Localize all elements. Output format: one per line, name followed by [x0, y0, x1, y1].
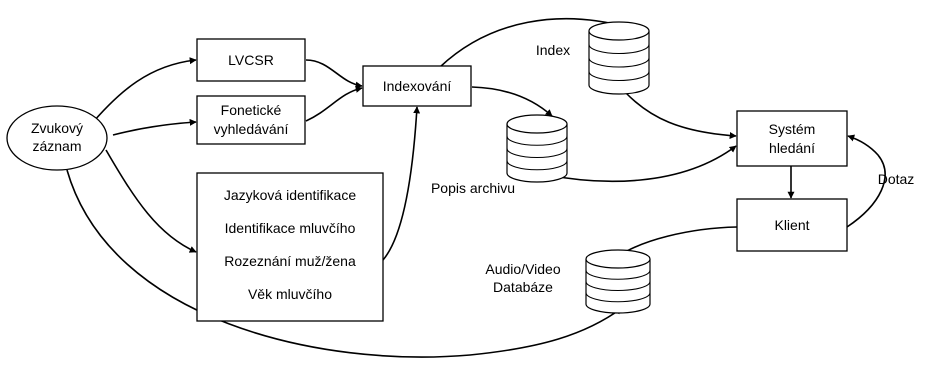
client-box [736, 198, 848, 252]
db-ring [588, 44, 650, 55]
edges [66, 17, 886, 358]
source-ellipse [6, 105, 108, 171]
db-top [506, 114, 568, 134]
node-audio-video-db: Audio/Video Databáze [485, 249, 651, 314]
analysis-item-gender: Rozeznání muž/žena [224, 253, 356, 269]
db-body [585, 259, 651, 314]
indexing-label: Indexování [383, 78, 452, 94]
db-ring [588, 71, 650, 82]
search-box [736, 110, 848, 167]
indexing-box [362, 65, 472, 107]
edge-source-avdb [66, 169, 623, 358]
archive-db-label: Popis archivu [431, 180, 515, 196]
node-zvukovy-zaznam: Zvukový záznam [6, 105, 108, 171]
analysis-item-language-id: Jazyková identifikace [224, 187, 357, 203]
source-label-line2: záznam [32, 138, 81, 154]
av-db-icon [585, 249, 651, 314]
index-db-label: Index [536, 42, 570, 58]
edge-index-search [624, 91, 737, 140]
node-index-db: Index [536, 21, 650, 95]
search-label-line2: hledání [769, 140, 815, 156]
edge-indexing-archive [471, 86, 553, 117]
edge-source-phonetic [112, 118, 197, 136]
db-ring [588, 57, 650, 68]
lvcsr-label: LVCSR [228, 52, 274, 68]
edge-source-analysis [105, 149, 197, 253]
db-body [506, 124, 568, 183]
index-db-icon [588, 21, 650, 95]
edge-indexing-index [439, 17, 631, 68]
av-db-label-line2: Databáze [493, 279, 553, 295]
node-klient: Klient [736, 198, 848, 252]
phonetic-label-line1: Fonetické [221, 102, 282, 118]
source-label-line1: Zvukový [31, 120, 83, 136]
db-top [585, 249, 651, 269]
db-ring [506, 136, 568, 146]
lvcsr-box [196, 38, 306, 82]
av-db-label-line1: Audio/Video [485, 261, 560, 277]
db-body [588, 31, 650, 95]
node-lvcsr: LVCSR [196, 38, 306, 82]
db-top [588, 21, 650, 41]
edge-lvcsr-indexing [305, 59, 363, 89]
edge-source-lvcsr [87, 57, 197, 129]
analysis-box [196, 172, 384, 322]
query-label: Dotaz [878, 171, 915, 187]
node-foneticke-vyhledavani: Fonetické vyhledávání [196, 95, 306, 145]
db-ring [506, 148, 568, 159]
search-label-line1: Systém [769, 121, 816, 137]
node-system-hledani: Systém hledání [736, 110, 848, 167]
db-ring [585, 292, 651, 303]
edge-client-search-query [846, 134, 886, 228]
db-ring [506, 160, 568, 171]
edge-phonetic-indexing [305, 85, 363, 122]
edge-analysis-indexing [382, 106, 421, 261]
node-analysis: Jazyková identifikace Identifikace mluvč… [196, 172, 384, 322]
node-indexovani: Indexování [362, 65, 472, 107]
client-label: Klient [774, 217, 809, 233]
analysis-item-speaker-id: Identifikace mluvčího [225, 220, 356, 236]
analysis-item-age: Věk mluvčího [248, 286, 332, 302]
db-ring [585, 270, 651, 280]
db-ring [585, 281, 651, 292]
phonetic-label-line2: vyhledávání [214, 121, 289, 137]
archive-db-icon [506, 114, 568, 183]
node-popis-archivu-db: Popis archivu [431, 114, 568, 196]
edge-archive-search [547, 145, 737, 183]
phonetic-box [196, 95, 306, 145]
